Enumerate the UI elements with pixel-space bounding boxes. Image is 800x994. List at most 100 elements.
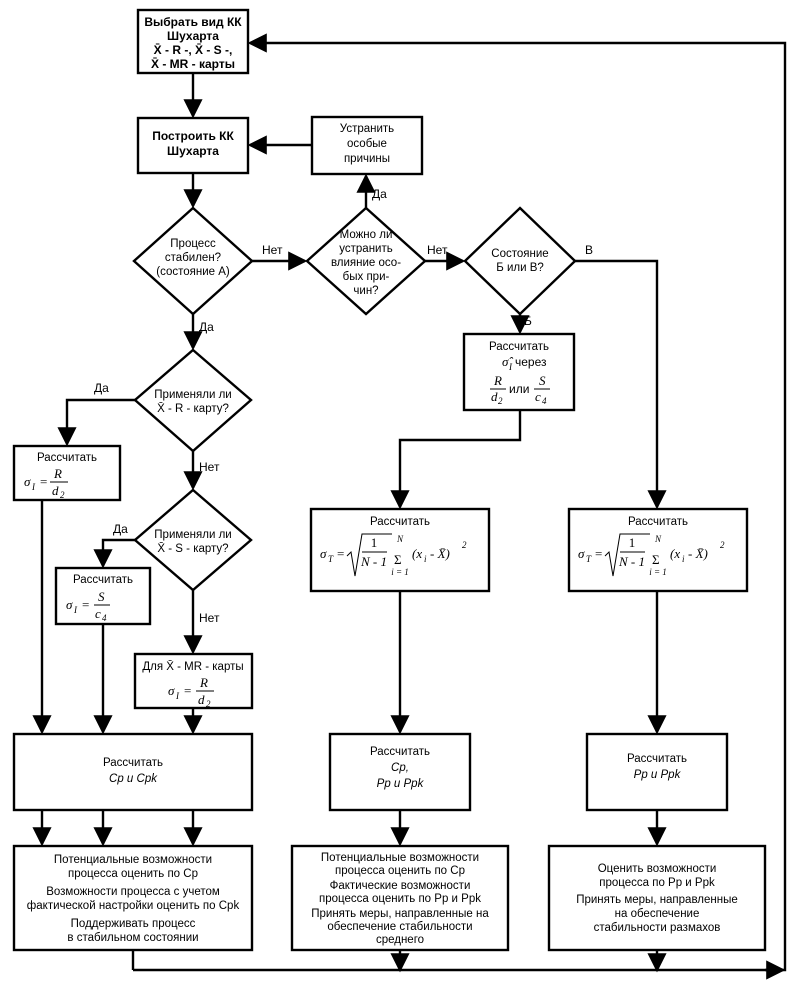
- svg-text:Σ: Σ: [652, 552, 660, 567]
- svg-text:Cp и Cpk: Cp и Cpk: [109, 773, 158, 785]
- svg-text:=: =: [337, 546, 344, 561]
- svg-text:Выбрать вид КК: Выбрать вид КК: [144, 15, 242, 29]
- select-chart-box: Выбрать вид КК Шухарта X̄ - R -, X̄ - S …: [136, 8, 250, 75]
- calc-sigma-t-mid-box: Рассчитать σ T = 1 N - 1 Σ N i = 1 (x i …: [309, 507, 491, 593]
- svg-text:влияние осо-: влияние осо-: [331, 257, 401, 269]
- svg-text:Устранить: Устранить: [340, 123, 394, 135]
- svg-text:d: d: [491, 389, 498, 404]
- svg-text:I: I: [508, 362, 513, 372]
- stable-decision: Процесс стабилен? (состояние А): [132, 206, 254, 316]
- calc-sigma-r-box: Рассчитать σ I = R d 2: [12, 444, 122, 502]
- svg-text:R: R: [493, 373, 502, 388]
- svg-text:Рассчитать: Рассчитать: [370, 516, 430, 528]
- svg-text:σ: σ: [24, 474, 31, 489]
- calc-sigma-b-box: Рассчитать σ̂ I через R d 2 или S c 4: [462, 332, 576, 412]
- calc-cp-pp-box: Рассчитать Cp, Pp и Ppk: [328, 732, 472, 812]
- svg-text:Cp,: Cp,: [391, 762, 409, 774]
- svg-text:обеспечение стабильности: обеспечение стабильности: [327, 921, 472, 933]
- svg-text:X̄ - R -, X̄ - S -,: X̄ - R -, X̄ - S -,: [154, 43, 233, 57]
- label-no-1: Нет: [262, 243, 283, 257]
- connectors: [32, 33, 787, 980]
- svg-text:Шухарта: Шухарта: [167, 144, 219, 158]
- calc-sigma-mr-box: Для X̄ - MR - карты σ I = R d 2: [133, 652, 254, 710]
- svg-text:I: I: [175, 691, 180, 701]
- calc-sigma-s-box: Рассчитать σ I = S c 4: [54, 566, 152, 626]
- eliminate-causes-box: Устранить особые причины: [310, 115, 424, 176]
- svg-text:S: S: [98, 589, 105, 604]
- svg-text:Фактические возможности: Фактические возможности: [330, 880, 471, 892]
- svg-text:через: через: [515, 355, 547, 369]
- svg-text:S: S: [539, 373, 546, 388]
- label-yes-2: Да: [199, 320, 214, 334]
- label-yes-1: Да: [372, 187, 387, 201]
- svg-text:- X̄): - X̄): [688, 546, 708, 561]
- svg-text:Построить КК: Построить КК: [152, 129, 234, 143]
- svg-text:процесса оценить по Cp: процесса оценить по Cp: [68, 868, 198, 880]
- svg-text:или: или: [509, 382, 529, 396]
- svg-text:Возможности процесса с учетом: Возможности процесса с учетом: [46, 886, 220, 898]
- svg-text:процесса по Pp и Ppk: процесса по Pp и Ppk: [599, 877, 715, 889]
- svg-text:стабилен?: стабилен?: [165, 252, 221, 264]
- svg-text:Рассчитать: Рассчитать: [37, 452, 97, 464]
- svg-text:i = 1: i = 1: [391, 567, 409, 577]
- svg-text:Оценить возможности: Оценить возможности: [598, 863, 717, 875]
- can-eliminate-decision: Можно ли устранить влияние осо- бых при-…: [305, 206, 427, 316]
- label-no-4: Нет: [199, 611, 220, 625]
- svg-text:особые: особые: [347, 138, 387, 150]
- xs-chart-decision: Применяли ли X̄ - S - карту?: [133, 488, 253, 592]
- svg-text:(состояние А): (состояние А): [156, 266, 230, 278]
- svg-text:4: 4: [542, 396, 547, 406]
- label-yes-4: Да: [113, 522, 128, 536]
- svg-text:Рассчитать: Рассчитать: [627, 753, 687, 765]
- svg-text:i: i: [424, 554, 427, 564]
- svg-text:R: R: [199, 675, 208, 690]
- svg-text:1: 1: [371, 535, 378, 550]
- svg-text:σ: σ: [578, 546, 585, 561]
- output-mid-box: Потенциальные возможности процесса оцени…: [290, 844, 510, 952]
- svg-text:X̄ - MR - карты: X̄ - MR - карты: [151, 57, 235, 71]
- svg-text:I: I: [31, 482, 36, 492]
- svg-text:4: 4: [102, 613, 107, 623]
- svg-text:i = 1: i = 1: [649, 567, 667, 577]
- svg-text:Применяли ли: Применяли ли: [154, 389, 231, 401]
- svg-text:Применяли ли: Применяли ли: [154, 529, 231, 541]
- svg-text:2: 2: [720, 540, 725, 550]
- svg-text:процесса оценить по Pp и Ppk: процесса оценить по Pp и Ppk: [319, 893, 481, 905]
- svg-text:Б или В?: Б или В?: [496, 262, 544, 274]
- svg-text:σ: σ: [168, 683, 175, 698]
- svg-text:причины: причины: [344, 153, 390, 165]
- svg-text:=: =: [40, 474, 47, 489]
- svg-text:(x: (x: [412, 546, 422, 561]
- svg-text:на обеспечение: на обеспечение: [615, 908, 700, 920]
- svg-text:Рассчитать: Рассчитать: [103, 757, 163, 769]
- svg-text:σ: σ: [320, 546, 327, 561]
- svg-text:c: c: [535, 389, 541, 404]
- svg-text:c: c: [95, 606, 101, 621]
- svg-text:=: =: [184, 683, 191, 698]
- svg-text:Рассчитать: Рассчитать: [370, 746, 430, 758]
- label-no-3: Нет: [199, 460, 220, 474]
- svg-text:Потенциальные возможности: Потенциальные возможности: [54, 854, 212, 866]
- svg-text:T: T: [586, 554, 592, 564]
- svg-text:=: =: [595, 546, 602, 561]
- label-b: Б: [524, 314, 532, 328]
- svg-text:1: 1: [629, 535, 636, 550]
- svg-text:Рассчитать: Рассчитать: [628, 516, 688, 528]
- svg-text:Поддерживать процесс: Поддерживать процесс: [71, 918, 196, 930]
- svg-text:стабильности размахов: стабильности размахов: [594, 922, 721, 934]
- svg-text:I: I: [73, 605, 78, 615]
- svg-text:среднего: среднего: [376, 934, 424, 946]
- svg-text:в стабильном состоянии: в стабильном состоянии: [67, 932, 198, 944]
- svg-text:Рассчитать: Рассчитать: [73, 574, 133, 586]
- svg-text:Потенциальные возможности: Потенциальные возможности: [321, 852, 479, 864]
- svg-text:X̄ - S - карту?: X̄ - S - карту?: [157, 542, 228, 555]
- svg-text:N - 1: N - 1: [618, 554, 645, 569]
- svg-text:=: =: [82, 597, 89, 612]
- svg-text:Σ: Σ: [394, 552, 402, 567]
- svg-text:σ̂: σ̂: [502, 354, 513, 369]
- output-left-box: Потенциальные возможности процесса оцени…: [12, 844, 254, 952]
- svg-text:Можно ли: Можно ли: [340, 229, 393, 241]
- svg-text:- X̄): - X̄): [430, 546, 450, 561]
- svg-text:процесса оценить по Cp: процесса оценить по Cp: [335, 865, 465, 877]
- svg-text:Шухарта: Шухарта: [167, 29, 219, 43]
